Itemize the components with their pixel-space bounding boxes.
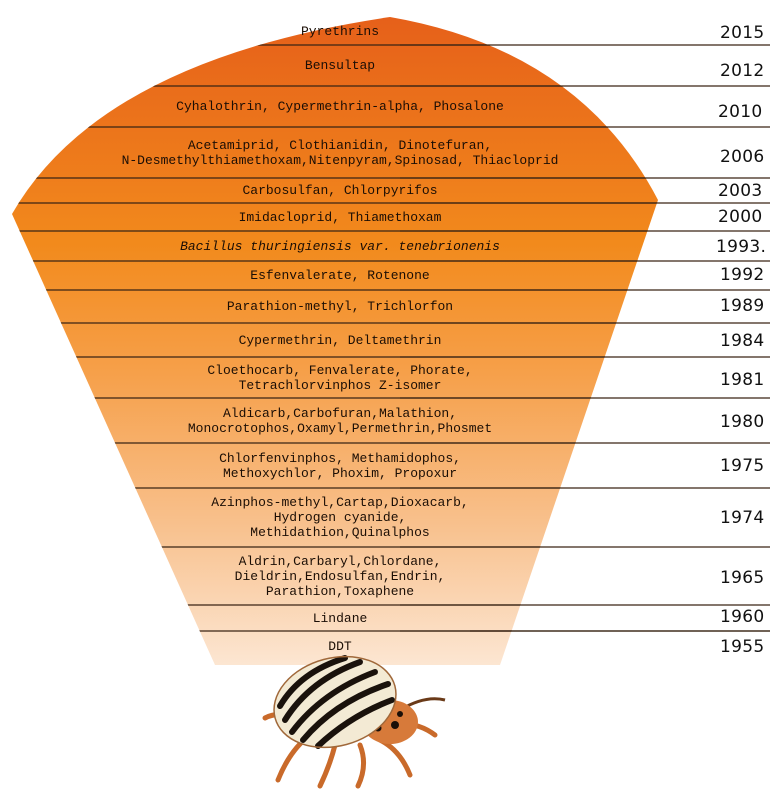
band-label: DDT [80,631,600,662]
year-label: 2006 [720,147,765,167]
band-label-line: N-Desmethylthiamethoxam,Nitenpyram,Spino… [121,152,559,168]
band-label-line: Cypermethrin, Deltamethrin [238,332,442,348]
band-label-line: Cyhalothrin, Cypermethrin-alpha, Phosalo… [176,99,504,114]
band-label: Aldicarb,Carbofuran,Malathion,Monocrotop… [80,398,600,443]
year-label: 1960 [720,607,765,627]
year-label: 1975 [720,456,765,476]
band-label: Chlorfenvinphos, Methamidophos,Methoxych… [80,443,600,488]
year-label: 1993. [716,237,767,257]
band-label: Bacillus thuringiensis var. tenebrioneni… [80,231,600,261]
band-label-line: Aldrin,Carbaryl,Chlordane, [238,553,442,569]
band-label-line: Pyrethrins [300,24,379,39]
band-label-line: DDT [328,639,352,654]
year-label: 1989 [720,296,765,316]
year-label: 2000 [718,207,763,227]
band-label: Aldrin,Carbaryl,Chlordane,Dieldrin,Endos… [80,547,600,605]
band-label-line: Azinphos-methyl,Cartap,Dioxacarb, [211,495,469,510]
band-label: Acetamiprid, Clothianidin, Dinotefuran,N… [80,127,600,178]
band-label-line: Parathion-methyl, Trichlorfon [226,299,454,314]
band-label: Cypermethrin, Deltamethrin [80,323,600,357]
year-label: 1980 [720,412,765,432]
year-label: 1955 [720,637,765,657]
band-label-line: Lindane [312,610,368,626]
band-label-line: Chlorfenvinphos, Methamidophos, [219,450,461,466]
band-label: Pyrethrins [80,18,600,45]
year-label: 2015 [720,23,765,43]
band-label: Bensultap [80,45,600,86]
colorado-potato-beetle-icon [262,655,446,789]
band-label: Esfenvalerate, Rotenone [80,261,600,290]
band-label-line: Parathion,Toxaphene [265,583,415,599]
fan-shape [12,17,658,665]
year-label: 2010 [718,102,763,122]
year-label: 1992 [720,265,765,285]
band-label: Carbosulfan, Chlorpyrifos [80,178,600,203]
band-label: Cloethocarb, Fenvalerate, Phorate,Tetrac… [80,357,600,398]
year-label: 2012 [720,61,765,81]
band-label: Lindane [80,605,600,631]
band-label-line: Bacillus thuringiensis var. tenebrioneni… [180,238,500,254]
band-label-line: Methidathion,Quinalphos [250,525,430,540]
band-label: Imidacloprid, Thiamethoxam [80,203,600,231]
band-label: Azinphos-methyl,Cartap,Dioxacarb,Hydroge… [80,488,600,547]
band-label-line: Carbosulfan, Chlorpyrifos [242,183,438,198]
band-label-line: Cloethocarb, Fenvalerate, Phorate, [207,362,473,378]
band-label-line: Aldicarb,Carbofuran,Malathion, [222,405,458,421]
band-label-line: Esfenvalerate, Rotenone [250,268,430,283]
year-label: 1974 [720,508,765,528]
band-label: Cyhalothrin, Cypermethrin-alpha, Phosalo… [80,86,600,127]
band-label-line: Acetamiprid, Clothianidin, Dinotefuran, [187,137,493,153]
band-label-line: Bensultap [304,58,376,73]
band-label-line: Methoxychlor, Phoxim, Propoxur [222,465,458,481]
year-label: 1981 [720,370,765,390]
band-label-line: Hydrogen cyanide, [273,510,407,525]
band-label-line: Imidacloprid, Thiamethoxam [238,209,442,225]
year-label: 1965 [720,568,765,588]
band-label-line: Monocrotophos,Oxamyl,Permethrin,Phosmet [187,420,493,436]
band-label-line: Dieldrin,Endosulfan,Endrin, [234,568,446,584]
year-label: 1984 [720,331,765,351]
band-label-line: Tetrachlorvinphos Z-isomer [238,377,442,393]
band-label: Parathion-methyl, Trichlorfon [80,290,600,323]
year-leader-lines [400,44,770,632]
year-label: 2003 [718,181,763,201]
